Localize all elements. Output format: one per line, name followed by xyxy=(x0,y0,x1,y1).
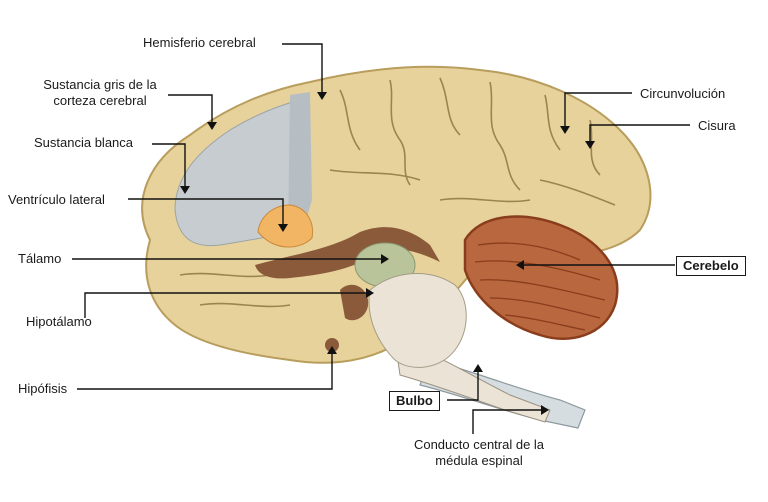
cisura-leader xyxy=(589,124,690,145)
hipofisis-leader xyxy=(77,350,333,390)
pons xyxy=(368,273,467,368)
fornix-ribbon xyxy=(255,227,440,279)
label-conducto-line1: Conducto central de la xyxy=(413,437,545,452)
label-conducto-central: Conducto central de la médula espinal xyxy=(403,437,555,469)
hipotalamo-leader xyxy=(84,292,370,318)
arrow-heads xyxy=(180,92,595,415)
circunvolucion-leader xyxy=(564,92,632,130)
pituitary xyxy=(325,338,339,352)
sustancia-gris-leader xyxy=(168,94,213,126)
white-matter-section xyxy=(288,92,312,240)
bulbo-leader xyxy=(447,368,479,401)
label-bulbo: Bulbo xyxy=(389,391,440,411)
label-ventriculo-lateral: Ventrículo lateral xyxy=(8,192,105,207)
label-sustancia-gris-line1: Sustancia gris de la xyxy=(43,77,157,92)
label-circunvolucion: Circunvolución xyxy=(640,86,726,101)
label-cisura: Cisura xyxy=(698,118,736,133)
ventriculo-leader xyxy=(128,198,284,228)
label-cerebelo: Cerebelo xyxy=(676,256,746,276)
conducto-leader xyxy=(472,409,545,434)
label-hemisferio-cerebral: Hemisferio cerebral xyxy=(143,35,256,50)
hemisferio-leader xyxy=(282,43,323,95)
label-sustancia-blanca: Sustancia blanca xyxy=(34,135,134,150)
label-hipotalamo: Hipotálamo xyxy=(26,314,92,329)
cerebellum xyxy=(463,215,619,340)
leader-lines xyxy=(72,43,690,434)
label-sustancia-gris-line2: corteza cerebral xyxy=(53,93,147,108)
label-sustancia-gris: Sustancia gris de la corteza cerebral xyxy=(34,77,166,109)
label-conducto-line2: médula espinal xyxy=(435,453,523,468)
label-hipofisis: Hipófisis xyxy=(18,381,68,396)
sustancia-blanca-leader xyxy=(152,143,186,190)
sulci-lines xyxy=(179,77,616,308)
label-talamo: Tálamo xyxy=(18,251,62,266)
